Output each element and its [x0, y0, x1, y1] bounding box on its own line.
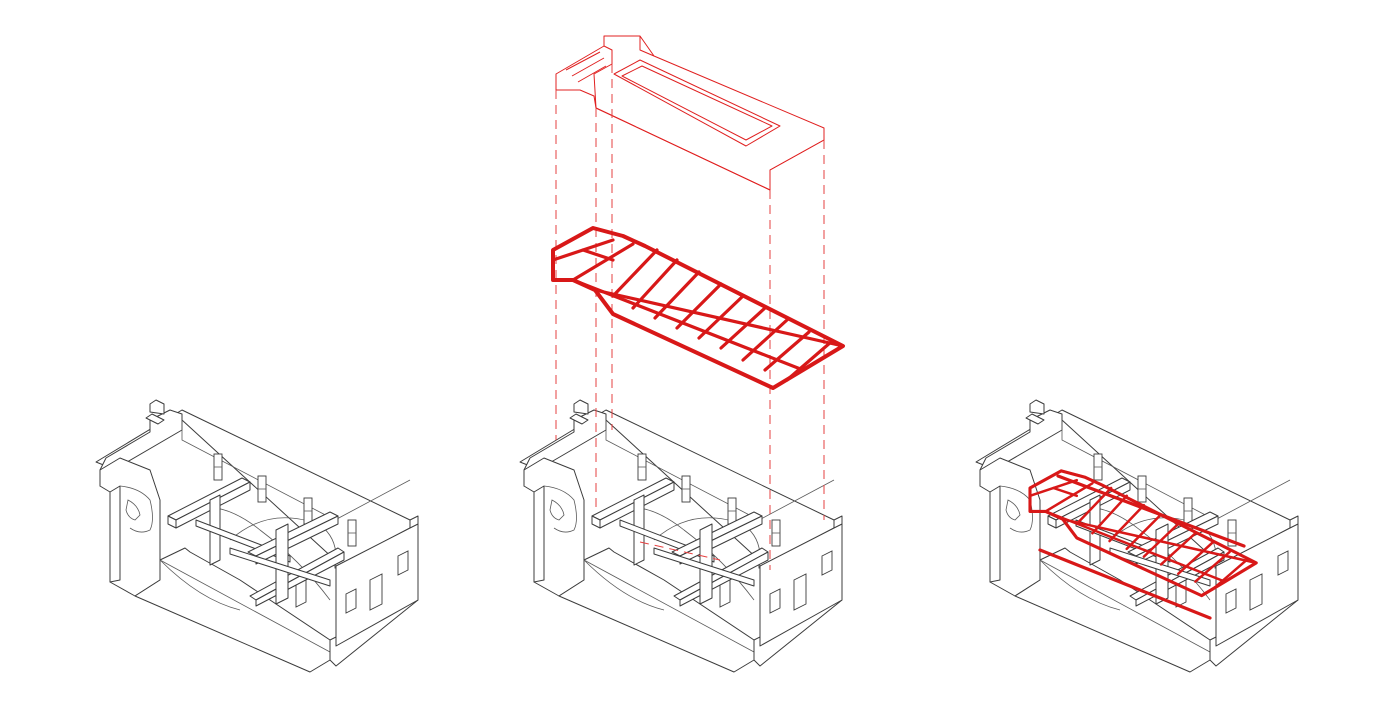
exploded-existing-walls: [519, 399, 843, 673]
projection-lines: [555, 64, 825, 570]
panel-assembled-building: [975, 399, 1299, 673]
panel-exploded-view: [519, 35, 845, 673]
grid-back-edge: [1056, 474, 1246, 548]
existing-walls: [95, 399, 419, 673]
panel-existing-building: [95, 399, 419, 673]
grid-front-edge: [1038, 548, 1212, 620]
